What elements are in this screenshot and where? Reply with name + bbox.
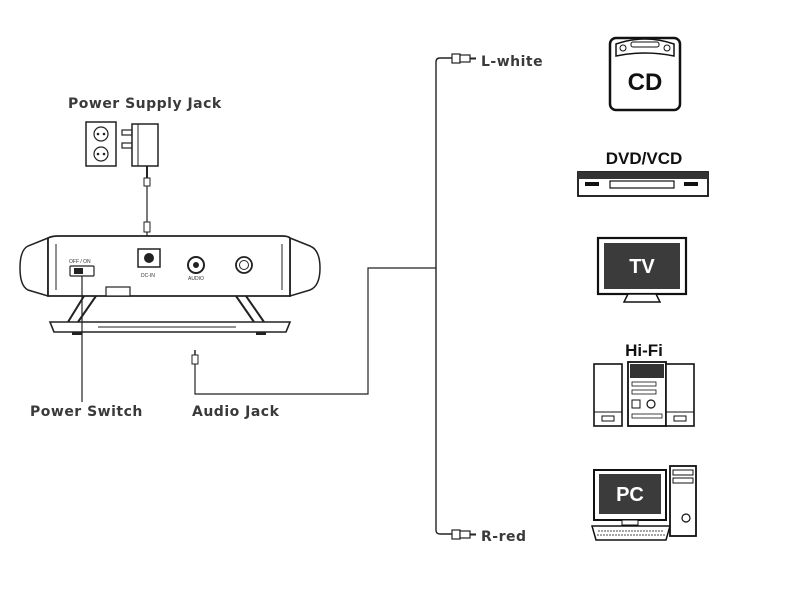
- transmitter-unit: OFF / ON DC-IN AUDIO: [19, 235, 321, 335]
- left-white-label: L-white: [481, 54, 543, 70]
- hifi-label: Hi-Fi: [625, 341, 663, 360]
- power-switch-label: Power Switch: [30, 404, 143, 420]
- hifi-stereo-icon: Hi-Fi: [593, 341, 695, 427]
- volume-knob[interactable]: [235, 256, 253, 274]
- tv-icon: TV: [596, 236, 688, 303]
- cd-label: CD: [628, 69, 663, 96]
- cd-player-icon: CD: [608, 36, 682, 112]
- audio-jack-label: Audio Jack: [192, 404, 280, 420]
- dc-in-marking: DC-IN: [141, 273, 155, 279]
- audio-cable: [191, 57, 452, 535]
- audio-marking: AUDIO: [188, 276, 204, 282]
- wall-outlet-icon: [85, 121, 117, 167]
- right-red-label: R-red: [481, 529, 527, 545]
- switch-marking: OFF / ON: [69, 259, 91, 265]
- rca-plug-icon: [451, 53, 476, 64]
- dvd-player-icon: DVD/VCD: [577, 149, 709, 197]
- dvd-label: DVD/VCD: [606, 149, 683, 168]
- power-adapter-icon: [121, 123, 159, 246]
- power-supply-jack-label: Power Supply Jack: [68, 96, 222, 112]
- pc-icon: PC: [591, 465, 697, 541]
- pc-label: PC: [616, 484, 644, 506]
- tv-label: TV: [629, 256, 655, 278]
- rca-plug-icon: [451, 529, 476, 540]
